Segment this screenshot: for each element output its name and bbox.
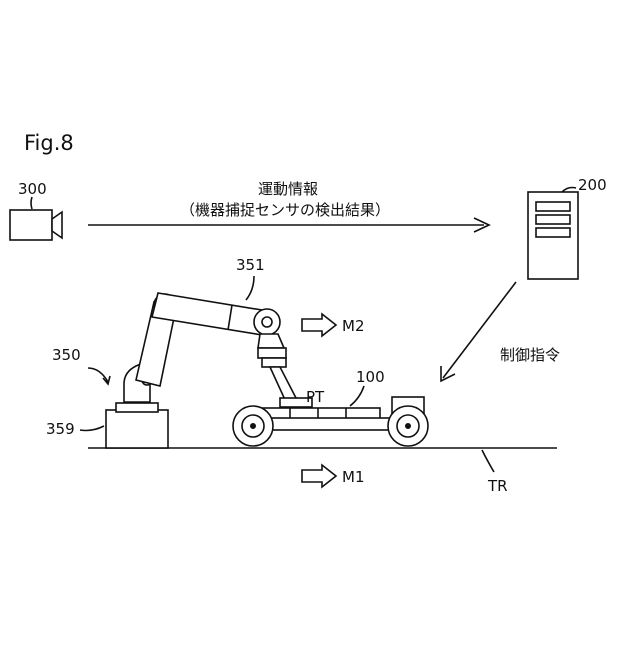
vehicle-leader-line bbox=[350, 386, 364, 406]
control-command-arrow bbox=[441, 282, 516, 381]
robot-arm-leader-line bbox=[246, 276, 254, 300]
motion-info-subtitle: （機器捕捉センサの検出結果） bbox=[180, 201, 390, 219]
track-label: TR bbox=[487, 477, 508, 495]
robot-tool bbox=[270, 367, 296, 402]
part-label: PT bbox=[306, 388, 325, 406]
robot-base-plate bbox=[116, 403, 158, 412]
control-command-label: 制御指令 bbox=[500, 346, 560, 364]
server-icon bbox=[528, 192, 578, 279]
motion-m2-arrow bbox=[302, 314, 336, 336]
camera-ref-label: 300 bbox=[18, 180, 47, 198]
camera-leader-line bbox=[31, 197, 32, 209]
robot-wrist bbox=[258, 334, 284, 348]
vehicle-ref-label: 100 bbox=[356, 368, 385, 386]
server-ref-label: 200 bbox=[578, 176, 607, 194]
robot-base-leader-line bbox=[80, 426, 104, 431]
robot-leader-line bbox=[88, 368, 110, 384]
track-leader-line bbox=[482, 450, 494, 472]
motion-info-title: 運動情報 bbox=[258, 180, 318, 198]
camera-icon bbox=[10, 210, 62, 240]
figure-title: Fig.8 bbox=[24, 131, 74, 155]
robot-base bbox=[106, 410, 168, 448]
motion-m1-arrow bbox=[302, 465, 336, 487]
vehicle bbox=[233, 397, 428, 446]
robot-ref-label: 350 bbox=[52, 346, 81, 364]
motion-info-arrow bbox=[88, 218, 489, 232]
motion-m1-label: M1 bbox=[342, 468, 365, 486]
robot-arm-ref-label: 351 bbox=[236, 256, 265, 274]
motion-m2-label: M2 bbox=[342, 317, 365, 335]
robot-base-ref-label: 359 bbox=[46, 420, 75, 438]
